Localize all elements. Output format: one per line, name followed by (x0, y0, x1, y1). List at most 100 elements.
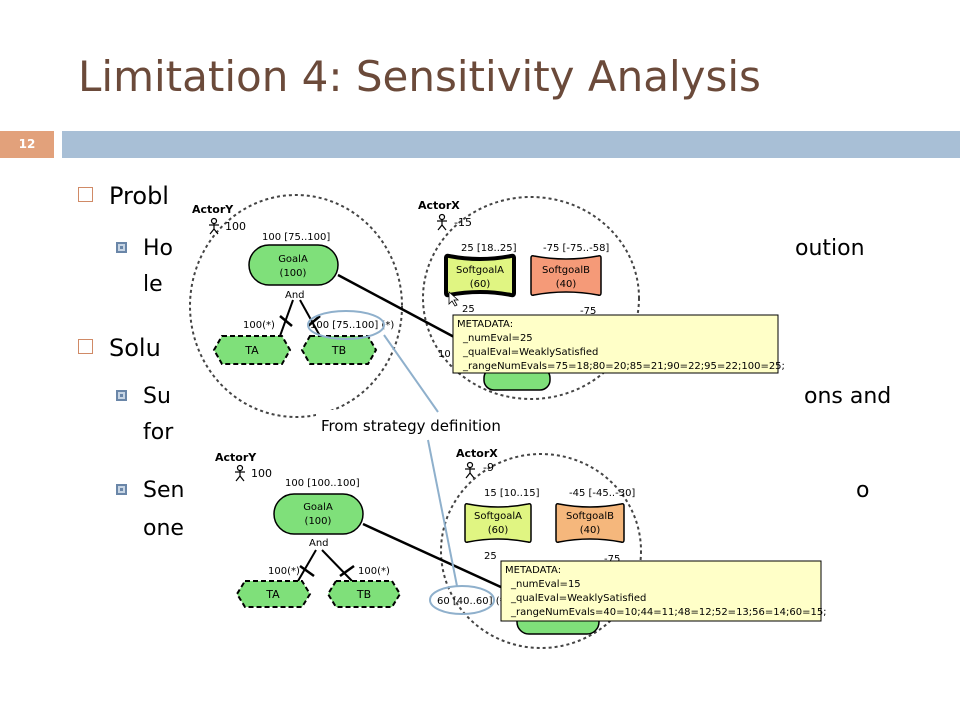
top-tb-link: 100 [75..100] (*) (310, 320, 394, 331)
bottom-metadata-line-3: _rangeNumEvals=40=10;44=11;48=12;52=13;5… (510, 607, 827, 618)
top-metadata-line-2: _qualEval=WeaklySatisfied (462, 347, 598, 358)
bottom-metadata-tooltip (500, 560, 822, 622)
top-goal-a-range: 100 [75..100] (262, 232, 330, 243)
bottom-link-2: -75 (604, 554, 620, 565)
bullet-text: Solu (109, 334, 161, 362)
top-metadata-tooltip (452, 314, 779, 374)
top-decomp-tick-tb (307, 315, 321, 327)
bottom-metadata-line-2: _qualEval=WeaklySatisfied (510, 593, 646, 604)
bottom-softgoal-b-weight: (40) (580, 525, 601, 536)
subbullet-text: Su (143, 384, 171, 409)
top-softgoal-b-range: -75 [-75..-58] (543, 243, 609, 254)
header-bar (62, 131, 960, 158)
bottom-task-ta-label: TA (265, 588, 280, 601)
bottom-actor-x-boundary (440, 453, 642, 649)
top-goal-a-label: GoalA (278, 254, 308, 265)
top-goal-a-weight: (100) (280, 268, 307, 279)
top-ta-link: 100(*) (243, 320, 275, 331)
bottom-link-1: 25 (484, 551, 497, 562)
bullet-marker (78, 338, 93, 354)
bottom-softgoal-a-weight: (60) (488, 525, 509, 536)
bottom-link-3: 60 [40..60] (*) (437, 596, 509, 607)
subbullet-3: Sen (116, 478, 184, 503)
top-task-tb-label: TB (331, 344, 346, 357)
top-metadata-line-3: _rangeNumEvals=75=18;80=20;85=21;90=22;9… (462, 361, 785, 372)
subbullet-3-tail: o (856, 478, 870, 503)
top-metadata-title: METADATA: (457, 319, 513, 330)
subbullet-text: Sen (143, 478, 185, 503)
bottom-actor-x-value: -9 (483, 461, 494, 474)
bottom-softgoal-a-label: SoftgoalA (474, 511, 522, 522)
subbullet-2-tail: ons and (804, 384, 892, 409)
bullet-problem: Probl (78, 182, 169, 210)
bottom-ta-link: 100(*) (268, 566, 300, 577)
bottom-tb-link: 100(*) (358, 566, 390, 577)
top-link-3: 10 (438, 349, 451, 360)
slide-title: Limitation 4: Sensitivity Analysis (78, 52, 761, 101)
top-actor-y-boundary (189, 194, 403, 418)
top-decomp-tick-ta (279, 315, 293, 327)
top-task-ta (212, 335, 292, 365)
bottom-highlight-ellipse (429, 585, 495, 615)
bottom-metadata-line-1: _numEval=15 (510, 579, 581, 590)
subbullet-2-cont: for (143, 420, 174, 445)
bottom-decomp-tb (321, 549, 353, 582)
bullet-solution: Solu (78, 334, 161, 362)
annotation-background (316, 410, 552, 440)
bottom-decomp-tick-tb (339, 564, 355, 578)
bottom-goal-a (273, 493, 364, 535)
top-softgoal-a-label: SoftgoalA (456, 265, 504, 276)
top-actor-y-value: 100 (225, 220, 246, 233)
top-task-ta-label: TA (244, 344, 259, 357)
bullet-marker (78, 186, 93, 202)
top-highlight-ellipse (307, 310, 385, 340)
top-dependency-line (337, 273, 457, 340)
top-softgoal-b-weight: (40) (556, 279, 577, 290)
bottom-goal-a-label: GoalA (303, 502, 333, 513)
slide-number: 12 (18, 137, 36, 151)
top-actor-x-value: -15 (454, 216, 472, 229)
top-and-label: And (285, 290, 305, 301)
top-actor-x-boundary (422, 196, 640, 400)
top-softgoal-b (530, 255, 602, 296)
bottom-dependency-line (362, 522, 517, 596)
bottom-actor-y-value: 100 (251, 467, 272, 480)
bottom-goal-a-weight: (100) (305, 516, 332, 527)
bottom-softgoal-a-range: 15 [10..15] (484, 488, 540, 499)
bottom-decomp-ta (297, 549, 317, 582)
subbullet-1-tail: oution (795, 236, 865, 261)
subbullet-1: Ho (116, 236, 173, 261)
bottom-actor-y-person-icon (235, 464, 245, 482)
annotation-connector-top (383, 334, 439, 413)
annotation-connector-bottom (427, 439, 458, 587)
bottom-actor-y-name: ActorY (215, 451, 257, 464)
top-actor-y-name: ActorY (192, 203, 234, 216)
bottom-softgoal-b-label: SoftgoalB (566, 511, 614, 522)
bottom-softgoal-b-range: -45 [-45..-30] (569, 488, 635, 499)
bottom-softgoal-b (555, 503, 625, 543)
top-softgoal-a-range: 25 [18..25] (461, 243, 517, 254)
bullet-text: Probl (109, 182, 169, 210)
bottom-and-label: And (309, 538, 329, 549)
bottom-softgoal-a (464, 503, 532, 543)
top-goal-a (248, 244, 339, 286)
subbullet-1-cont: le (143, 272, 163, 297)
top-decomp-tb (299, 299, 321, 337)
bottom-actor-x-person-icon (465, 461, 475, 479)
bottom-task-ta (235, 580, 312, 608)
annotation-text: From strategy definition (321, 417, 501, 435)
top-link-2: -75 (580, 306, 596, 317)
bottom-task-tb (326, 580, 402, 608)
bottom-metadata-title: METADATA: (505, 565, 561, 576)
subbullet-3-cont: one (143, 516, 184, 541)
subbullet-marker (116, 241, 127, 253)
top-actor-x-person-icon (437, 213, 447, 231)
top-decomp-ta (279, 299, 294, 337)
top-softgoal-a-weight: (60) (470, 279, 491, 290)
subbullet-marker (116, 389, 127, 401)
top-actor-x-name: ActorX (418, 199, 460, 212)
top-softgoal-b-label: SoftgoalB (542, 265, 590, 276)
bottom-goal-a-range: 100 [100..100] (285, 478, 360, 489)
subbullet-2: Su (116, 384, 171, 409)
